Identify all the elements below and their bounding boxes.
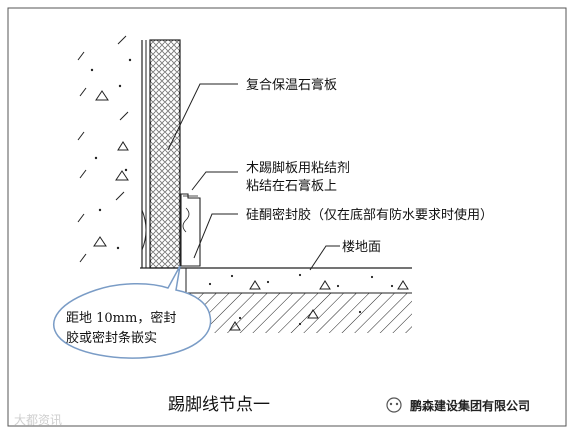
adhesive-label-line2: 粘结在石膏板上	[246, 178, 337, 194]
wood-skirting	[180, 193, 201, 267]
brand-logo	[386, 397, 402, 413]
callout-bubble: 距地 10mm，密封 胶或密封条嵌实	[53, 265, 212, 359]
brand-name: 鹏森建设集团有限公司	[410, 398, 530, 413]
leader-lines	[167, 83, 340, 271]
sealant-label: 硅酮密封胶（仅在底部有防水要求时使用）	[246, 207, 493, 223]
ground-hatch	[185, 292, 412, 340]
concrete-wall	[76, 35, 143, 270]
insulation-board	[141, 39, 181, 269]
board-label: 复合保温石膏板	[246, 77, 337, 93]
floor-slab	[140, 267, 412, 331]
bubble-text-line1: 距地 10mm，密封	[66, 310, 176, 326]
adhesive-label-line1: 木踢脚板用粘结剂	[246, 160, 350, 176]
diagram-caption: 踢脚线节点一	[168, 395, 270, 415]
bubble-text-line2: 胶或密封条嵌实	[66, 330, 157, 346]
drawing-frame	[7, 7, 567, 427]
watermark-text: 大都资讯	[14, 413, 62, 427]
floor-label: 楼地面	[342, 240, 381, 255]
